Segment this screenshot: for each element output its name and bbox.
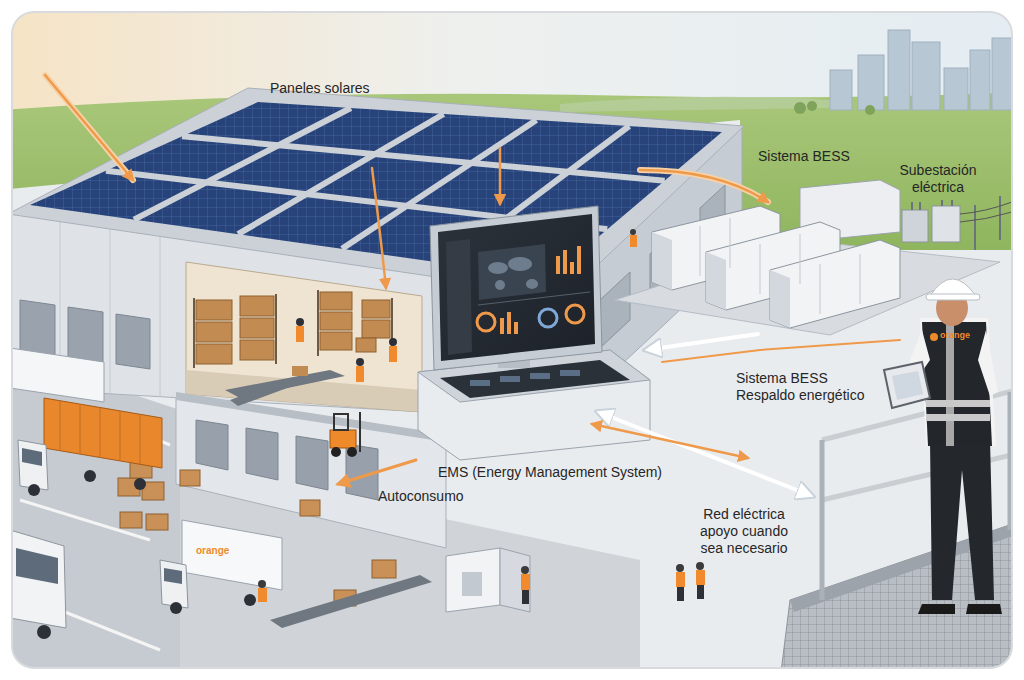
solar-roof xyxy=(12,88,744,296)
trees xyxy=(794,101,875,115)
energy-arrows xyxy=(45,75,900,496)
trucks xyxy=(12,348,282,639)
callout-label: orange xyxy=(196,545,256,557)
dashboard xyxy=(446,239,590,355)
forklift xyxy=(330,412,360,457)
callout-label: orange xyxy=(940,330,984,341)
callout-label: Subestación eléctrica xyxy=(888,162,988,196)
workers xyxy=(258,229,705,604)
small-building xyxy=(446,548,530,612)
engineer xyxy=(884,279,1002,614)
ground xyxy=(12,12,1012,668)
callout-label: EMS (Energy Management System) xyxy=(434,464,666,481)
callout-label: Sistema BESS xyxy=(758,148,878,165)
loading-annex xyxy=(176,392,446,548)
callout-label: Red eléctrica apoyo cuando sea necesario xyxy=(688,506,800,556)
cargo xyxy=(118,462,396,606)
frame xyxy=(12,12,1012,668)
callout-label: Autoconsumo xyxy=(378,488,488,505)
callout-label: Paneles solares xyxy=(270,80,410,97)
city-skyline xyxy=(830,30,1012,110)
substation xyxy=(902,196,1012,250)
callout-label: Sistema BESS Respaldo energético xyxy=(736,370,882,404)
ems-console xyxy=(418,206,650,460)
bess-containers xyxy=(615,180,1000,335)
